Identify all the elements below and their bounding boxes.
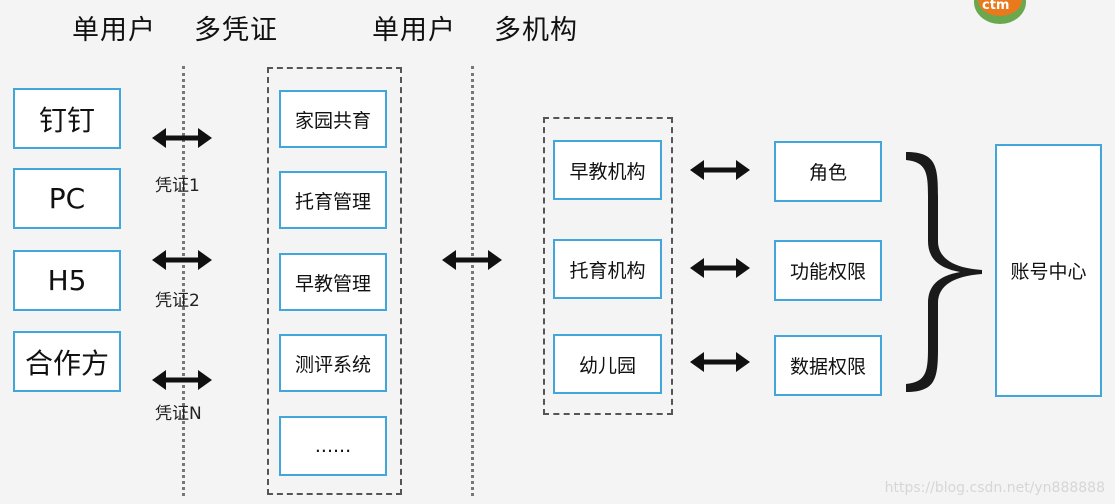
institution-label: 幼儿园 [578, 354, 636, 377]
credential-label: 凭证N [155, 404, 202, 424]
double-arrow-icon [442, 250, 502, 270]
watermark: https://blog.csdn.net/yn888888 [884, 480, 1105, 496]
system-label: 托育管理 [294, 190, 371, 213]
system-label: 家园共育 [294, 109, 371, 132]
system-label: 早教管理 [294, 272, 371, 295]
double-arrow-icon [152, 250, 212, 270]
client-partner: 合作方 [13, 331, 121, 392]
heading-single-user-left: 单用户 [72, 15, 156, 46]
svg-text:ctm: ctm [982, 0, 1009, 13]
double-arrow-icon [690, 258, 750, 278]
system-box: 家园共育 [279, 90, 387, 148]
logo-icon: ctm [974, 0, 1026, 24]
attribute-box: 角色 [774, 141, 882, 202]
credential-label: 凭证1 [155, 176, 200, 196]
system-label: 测评系统 [294, 353, 371, 376]
institution-box: 早教机构 [553, 140, 662, 200]
double-arrow-icon [152, 128, 212, 148]
separator-line [471, 66, 474, 496]
system-box: 托育管理 [279, 171, 387, 229]
institutions-group [543, 117, 673, 415]
attribute-box: 数据权限 [774, 335, 882, 396]
attribute-label: 功能权限 [789, 261, 866, 283]
client-pc: PC [13, 168, 121, 229]
system-box: ...... [279, 416, 387, 476]
attribute-label: 数据权限 [789, 356, 866, 378]
curly-brace-icon [906, 152, 982, 392]
client-dingtalk: 钉钉 [13, 88, 121, 149]
client-label: PC [48, 182, 86, 215]
system-label: ...... [314, 435, 352, 457]
account-center-box: 账号中心 [995, 144, 1102, 397]
client-label: H5 [47, 264, 87, 297]
double-arrow-icon [690, 352, 750, 372]
attribute-label: 角色 [808, 162, 847, 184]
heading-multi-credential: 多凭证 [194, 15, 278, 46]
client-h5: H5 [13, 250, 121, 311]
double-arrow-icon [152, 370, 212, 390]
institution-box: 幼儿园 [553, 334, 662, 394]
institution-box: 托育机构 [553, 239, 662, 299]
separator-line [182, 66, 185, 496]
client-label: 合作方 [24, 346, 109, 380]
institution-label: 早教机构 [569, 160, 646, 183]
heading-single-user-right: 单用户 [372, 15, 456, 46]
double-arrow-icon [690, 160, 750, 180]
account-center-label: 账号中心 [1010, 261, 1087, 283]
institution-label: 托育机构 [569, 259, 646, 282]
heading-multi-institution: 多机构 [494, 15, 578, 46]
system-box: 测评系统 [279, 334, 387, 392]
attribute-box: 功能权限 [774, 240, 882, 301]
systems-group [267, 67, 402, 495]
credential-label: 凭证2 [155, 291, 200, 311]
client-label: 钉钉 [38, 103, 95, 137]
system-box: 早教管理 [279, 253, 387, 311]
